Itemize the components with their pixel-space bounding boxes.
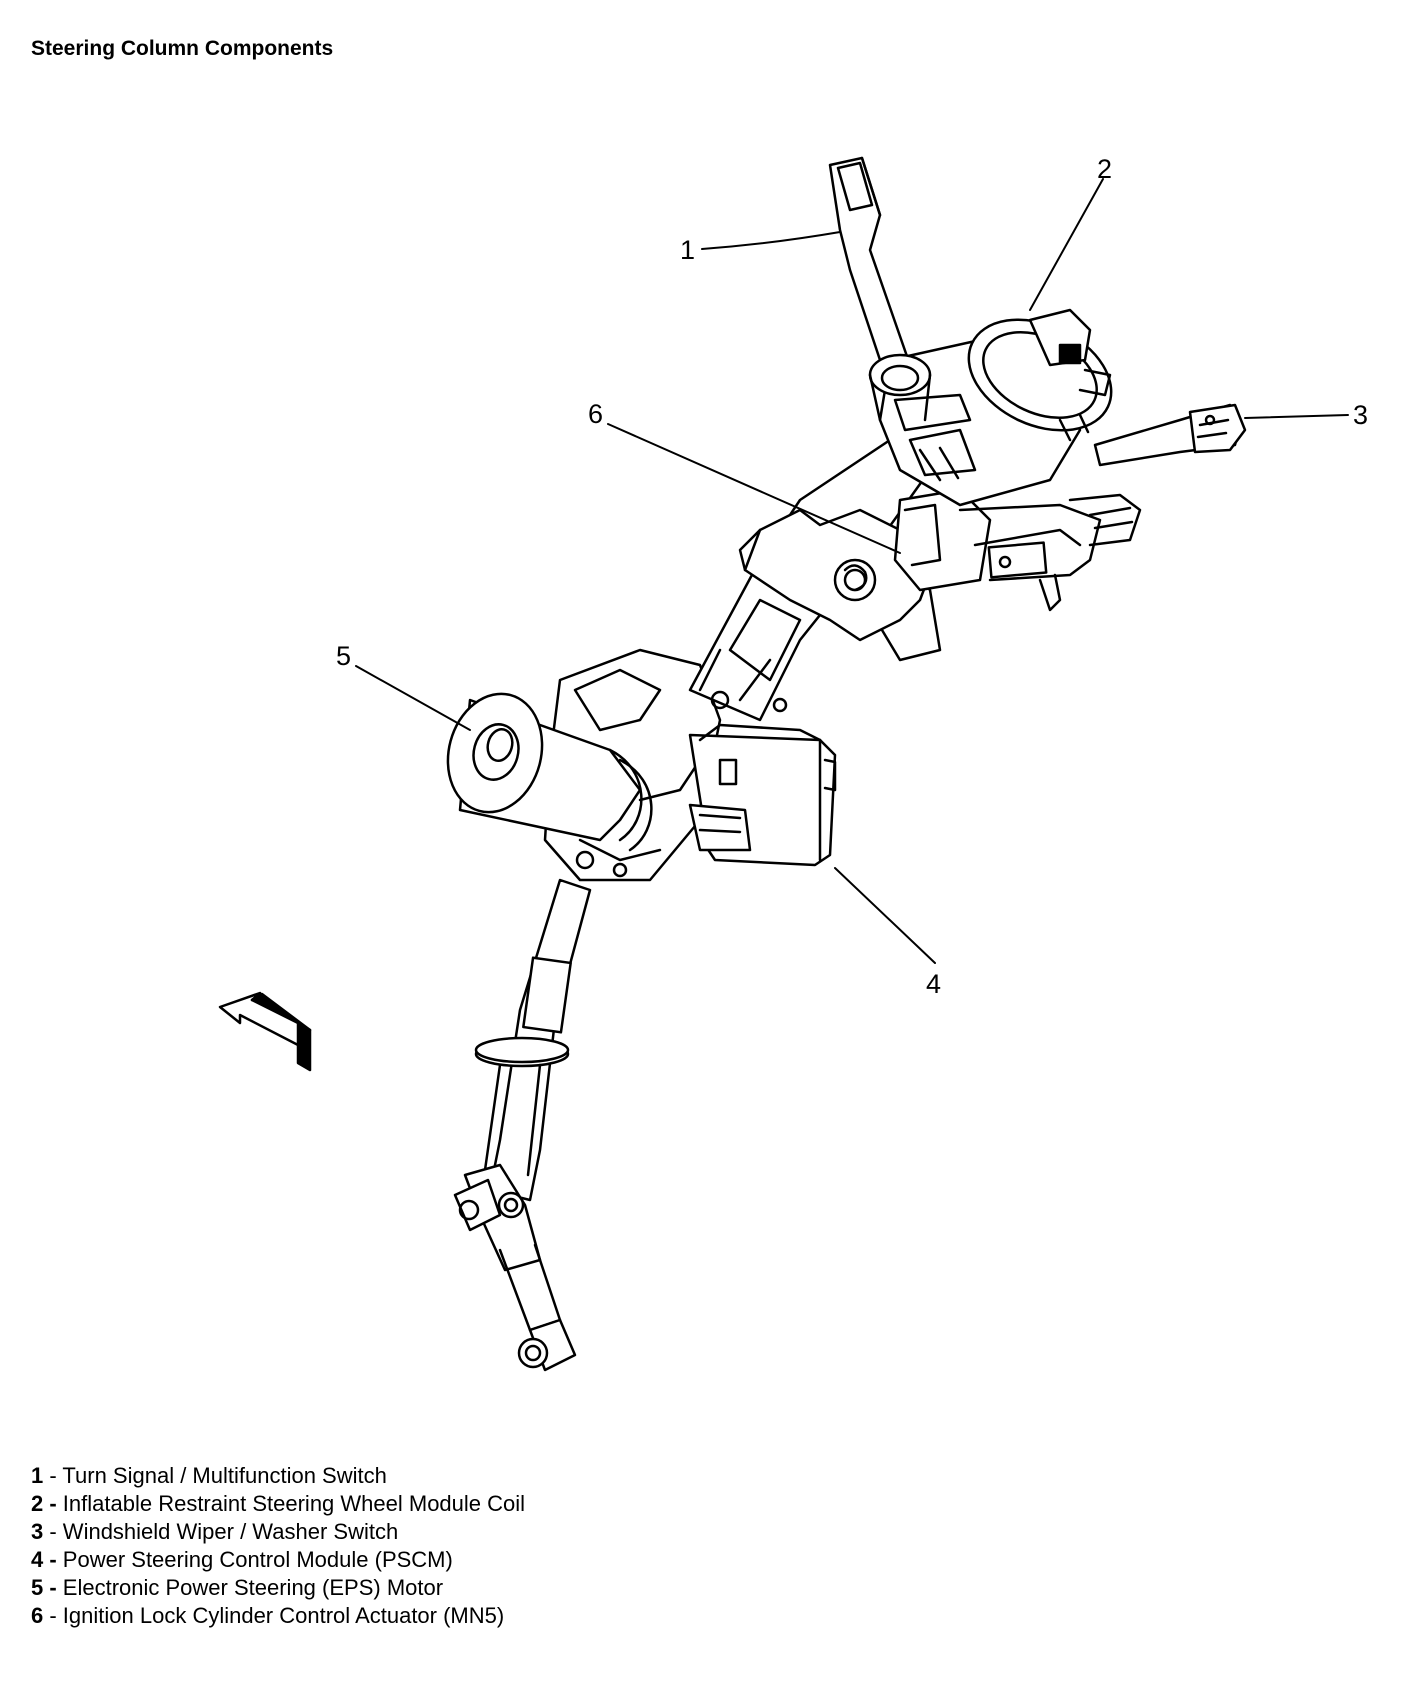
legend-number: 6 xyxy=(31,1603,44,1628)
pscm-module xyxy=(688,723,837,867)
leader-line-5 xyxy=(355,665,471,731)
leader-line-4 xyxy=(834,867,936,964)
page-title: Steering Column Components xyxy=(31,37,334,60)
intermediate-shaft xyxy=(474,878,592,1202)
steering-column-illustration: 1 2 3 4 5 6 xyxy=(218,154,1368,1372)
callout-6: 6 xyxy=(588,399,603,429)
legend-number: 1 xyxy=(31,1463,44,1488)
legend-item: 3 - Windshield Wiper / Washer Switch xyxy=(31,1518,525,1546)
legend-item: 5 - Electronic Power Steering (EPS) Moto… xyxy=(31,1574,525,1602)
mounting-bracket xyxy=(738,508,937,642)
legend-text: - Turn Signal / Multifunction Switch xyxy=(43,1463,387,1488)
clockspring-coil xyxy=(967,308,1113,442)
callout-2: 2 xyxy=(1097,154,1112,184)
wiper-washer-lever xyxy=(1093,403,1247,467)
legend-text: Inflatable Restraint Steering Wheel Modu… xyxy=(56,1491,526,1516)
leader-lines xyxy=(355,178,1349,964)
turn-signal-lever xyxy=(828,156,932,422)
callout-5: 5 xyxy=(336,641,351,671)
callout-1: 1 xyxy=(680,235,695,265)
legend-text: Power Steering Control Module (PSCM) xyxy=(56,1547,453,1572)
eps-motor xyxy=(446,692,653,852)
ignition-lock-actuator xyxy=(893,488,1142,612)
universal-joint xyxy=(453,1163,577,1372)
leader-line-2 xyxy=(1029,178,1104,311)
leader-line-1 xyxy=(701,231,841,250)
legend-number: 3 xyxy=(31,1519,44,1544)
legend-text: Electronic Power Steering (EPS) Motor xyxy=(56,1575,444,1600)
legend-item: 1 - Turn Signal / Multifunction Switch xyxy=(31,1462,525,1490)
callout-3: 3 xyxy=(1353,400,1368,430)
legend: 1 - Turn Signal / Multifunction Switch 2… xyxy=(31,1462,525,1630)
legend-item: 4 - Power Steering Control Module (PSCM) xyxy=(31,1546,525,1574)
legend-text: - Windshield Wiper / Washer Switch xyxy=(43,1519,399,1544)
legend-number: 5 - xyxy=(31,1575,57,1600)
legend-item: 2 - Inflatable Restraint Steering Wheel … xyxy=(31,1490,525,1518)
callout-4: 4 xyxy=(926,969,941,999)
direction-arrow-icon xyxy=(218,991,312,1072)
leader-line-3 xyxy=(1244,414,1349,419)
leader-line-6 xyxy=(607,423,901,554)
legend-item: 6 - Ignition Lock Cylinder Control Actua… xyxy=(31,1602,525,1630)
legend-number: 4 - xyxy=(31,1547,57,1572)
legend-number: 2 - xyxy=(31,1491,57,1516)
legend-text: - Ignition Lock Cylinder Control Actuato… xyxy=(43,1603,505,1628)
